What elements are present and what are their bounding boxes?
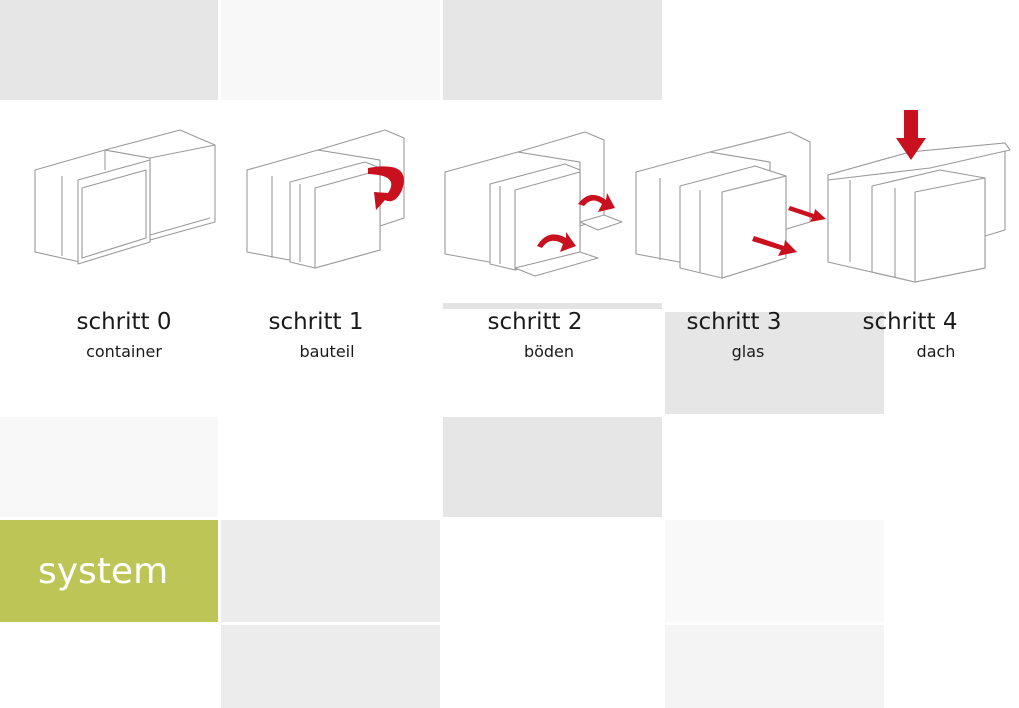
step-subtitle: dach — [916, 342, 956, 361]
dach-illustration — [827, 142, 1011, 283]
section-label-text: system — [38, 550, 169, 592]
bg-tile — [443, 303, 662, 309]
arrow-right-icon — [752, 236, 797, 256]
bg-tile — [443, 0, 662, 100]
step-subtitle: böden — [523, 342, 575, 361]
step-1: schritt 1 bauteil — [256, 308, 376, 362]
container-illustration — [34, 129, 216, 265]
bg-tile — [0, 417, 218, 517]
step-title: schritt 0 — [76, 309, 172, 335]
step-title: schritt 3 — [686, 309, 782, 335]
step-title: schritt 4 — [862, 309, 958, 335]
bg-tile — [665, 520, 884, 622]
arrow-icons — [368, 110, 926, 256]
bg-tile — [221, 0, 440, 100]
bg-tile — [221, 520, 440, 622]
bg-tile — [0, 0, 218, 100]
step-3: schritt 3 glas — [674, 308, 794, 362]
arrow-right-icon — [788, 206, 826, 222]
boeden-illustration — [444, 131, 623, 277]
bg-tile — [443, 417, 662, 517]
curved-arrow-icon — [537, 232, 576, 252]
section-label-system: system — [0, 520, 218, 622]
arrow-down-icon — [896, 110, 926, 160]
curved-arrow-icon — [578, 193, 615, 212]
step-title: schritt 1 — [268, 309, 364, 335]
bg-tile — [221, 625, 440, 708]
bg-tile — [665, 625, 884, 708]
step-subtitle: bauteil — [299, 342, 355, 361]
bg-tile — [665, 312, 884, 414]
curved-arrow-icon — [368, 166, 404, 210]
glas-illustration — [635, 131, 811, 279]
step-subtitle: glas — [731, 342, 765, 361]
step-title: schritt 2 — [487, 309, 583, 335]
step-2: schritt 2 böden — [475, 308, 595, 362]
step-4: schritt 4 dach — [850, 308, 970, 362]
step-0: schritt 0 container — [64, 308, 184, 362]
step-subtitle: container — [86, 342, 162, 361]
